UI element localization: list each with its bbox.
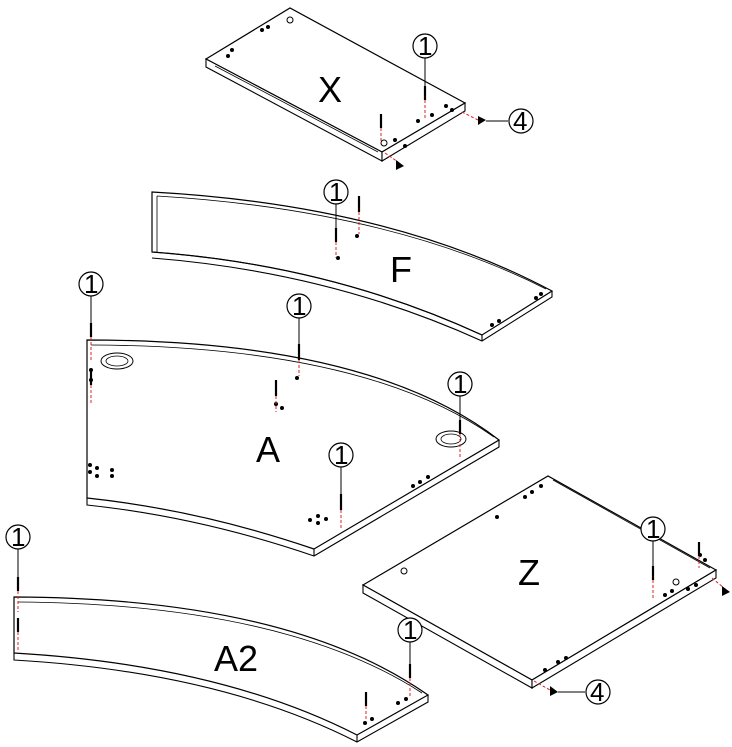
panel-z: Z bbox=[361, 475, 730, 696]
callout-a-dowel-left-number: 1 bbox=[84, 269, 98, 299]
callout-z-dowel-number: 1 bbox=[646, 514, 660, 544]
panel-a2: A2 bbox=[13, 577, 430, 743]
panel-x: X bbox=[204, 7, 486, 170]
callout-a2-dowel-right-number: 1 bbox=[403, 615, 417, 645]
panel-f-label: F bbox=[390, 249, 412, 290]
callout-f-dowel-number: 1 bbox=[329, 177, 343, 207]
callout-f-dowel: 1 bbox=[323, 177, 349, 228]
callout-a-dowel-bottom: 1 bbox=[328, 440, 354, 494]
callout-z-dowel: 1 bbox=[640, 514, 666, 566]
callout-z-cam: 4 bbox=[558, 677, 611, 707]
callout-a-dowel-left: 1 bbox=[78, 269, 104, 323]
panel-f: F bbox=[151, 191, 554, 342]
panel-a-label: A bbox=[256, 429, 280, 470]
callout-a-dowel-right-number: 1 bbox=[453, 369, 467, 399]
callout-a2-dowel-right: 1 bbox=[397, 615, 423, 664]
panel-a: A bbox=[86, 323, 501, 557]
callout-a-dowel-bottom-number: 1 bbox=[334, 440, 348, 470]
callout-z-cam-number: 4 bbox=[590, 677, 604, 707]
callout-a-dowel-right: 1 bbox=[447, 369, 473, 420]
callout-a2-dowel-left: 1 bbox=[5, 522, 31, 577]
panel-z-label: Z bbox=[518, 552, 540, 593]
callout-a-dowel-top: 1 bbox=[286, 291, 312, 344]
callout-x-cam-number: 4 bbox=[513, 106, 527, 136]
panel-x-label: X bbox=[318, 69, 342, 110]
callout-x-dowel: 1 bbox=[412, 31, 438, 86]
callout-a2-dowel-left-number: 1 bbox=[11, 522, 25, 552]
callout-a-dowel-top-number: 1 bbox=[292, 291, 306, 321]
panel-a2-label: A2 bbox=[214, 638, 258, 679]
callout-x-cam: 4 bbox=[486, 106, 534, 136]
callout-x-dowel-number: 1 bbox=[418, 31, 432, 61]
